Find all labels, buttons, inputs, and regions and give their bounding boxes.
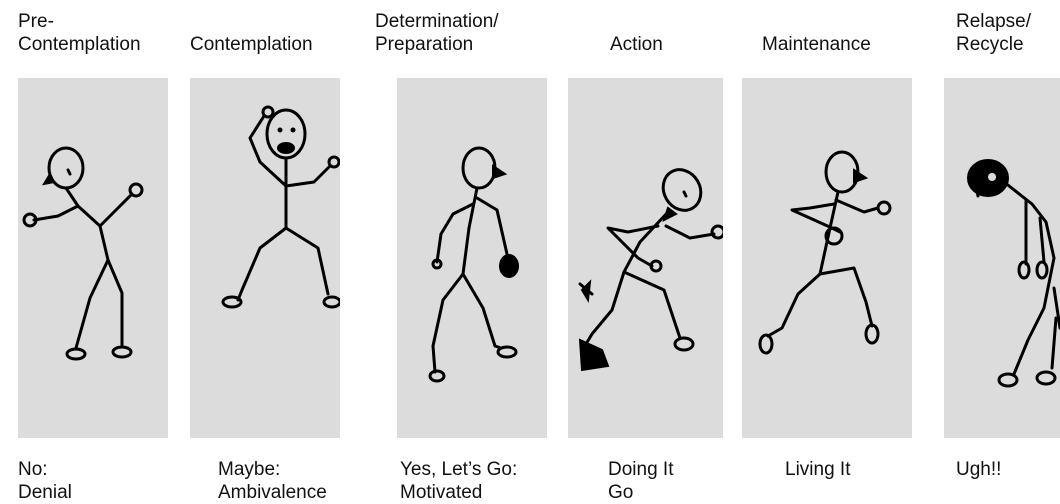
stage-caption: No:Denial	[18, 459, 72, 503]
stage-maintenance: Maintenance Living It	[742, 0, 912, 502]
stick-figure-panel	[944, 78, 1060, 438]
stick-figure-panel	[18, 78, 168, 438]
stage-title: Pre-Contemplation	[18, 11, 141, 55]
stage-relapse: Relapse/Recycle Ugh!!	[944, 0, 1060, 502]
stage-title: Determination/Preparation	[375, 11, 499, 55]
stage-caption: Ugh!!	[956, 459, 1002, 480]
denial-figure-icon	[22, 146, 144, 361]
stage-title: Action	[610, 34, 663, 55]
ambivalence-figure-icon	[221, 105, 340, 309]
action-figure-icon	[578, 168, 723, 372]
stick-figure-panel	[397, 78, 547, 438]
living-figure-icon	[758, 150, 892, 355]
stage-title: Relapse/Recycle	[956, 11, 1031, 55]
stick-figure-panel	[568, 78, 723, 438]
stage-caption: Living It	[785, 459, 851, 480]
stick-figure-panel	[742, 78, 912, 438]
stage-title: Contemplation	[190, 34, 313, 55]
stage-caption: Maybe:Ambivalence	[218, 459, 327, 503]
stage-title: Maintenance	[762, 34, 871, 55]
stage-precontemplation: Pre-Contemplation No:Denial	[18, 0, 168, 503]
stage-caption: Yes, Let’s Go:Motivated	[400, 459, 518, 503]
relapse-figure-icon	[967, 159, 1060, 388]
motivated-figure-icon	[428, 146, 519, 383]
stage-determination: Determination/Preparation Yes, Let’s Go:…	[375, 0, 547, 503]
stick-figure-panel	[190, 78, 340, 438]
stage-contemplation: Contemplation Maybe:Ambivalence	[190, 0, 340, 503]
